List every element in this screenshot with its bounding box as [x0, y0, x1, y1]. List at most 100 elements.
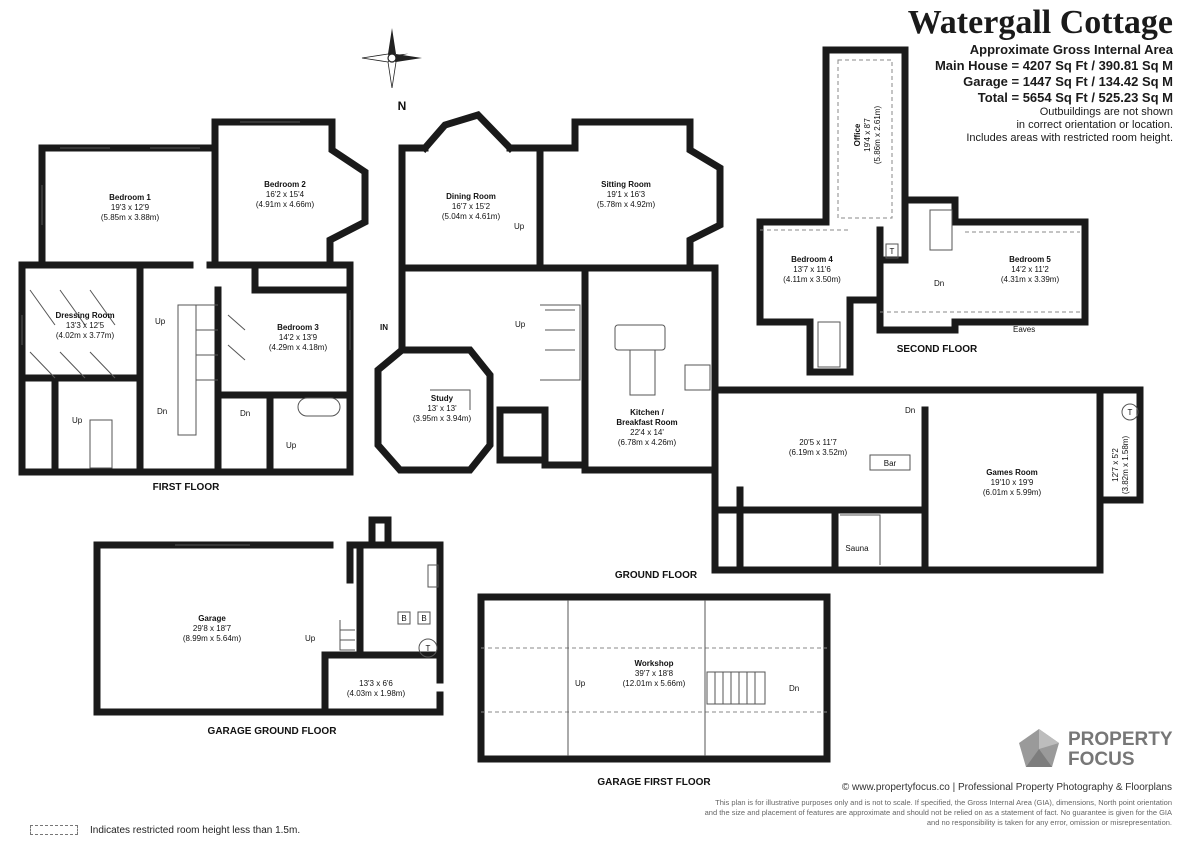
sitting-met: (5.78m x 4.92m) [597, 200, 656, 209]
compass: N [361, 28, 422, 113]
workshop-up-label: Up [575, 679, 586, 688]
bedroom3-met: (4.29m x 4.18m) [269, 343, 328, 352]
entrance-label: IN [380, 323, 388, 332]
logo-mark-icon [1019, 729, 1059, 767]
garage-first-floor-label: GARAGE FIRST FLOOR [597, 777, 711, 788]
second-floor-label: SECOND FLOOR [897, 344, 978, 355]
legend-text: Indicates restricted room height less th… [90, 825, 301, 836]
kitchen-name2: Breakfast Room [616, 418, 677, 427]
garage-first-floor: Workshop 39'7 x 18'8 (12.01m x 5.66m) Up… [477, 593, 831, 788]
workshop-imp: 39'7 x 18'8 [635, 669, 674, 678]
second-floor: Office 19'4 x 8'7 (5.86m x 2.61m) Bedroo… [756, 46, 1089, 376]
kitchen-met: (6.78m x 4.26m) [618, 438, 677, 447]
b-label-1: B [401, 614, 406, 623]
garage-ground-floor: B B T Garage 29'8 x 18'7 (8.99m x 5.64m)… [93, 516, 444, 737]
games-name: Games Room [986, 468, 1038, 477]
bedroom5-name: Bedroom 5 [1009, 255, 1051, 264]
eaves-label: Eaves [1013, 325, 1035, 334]
garage-area: Garage = 1447 Sq Ft / 134.42 Sq M [963, 74, 1173, 89]
side-t-label: T [1128, 408, 1133, 417]
footer: © www.propertyfocus.co | Professional Pr… [702, 781, 1172, 828]
bedroom1-imp: 19'3 x 12'9 [111, 203, 150, 212]
main-house-area: Main House = 4207 Sq Ft / 390.81 Sq M [934, 58, 1173, 73]
kitchen-name1: Kitchen / [630, 408, 665, 417]
sauna-label: Sauna [845, 544, 869, 553]
stair-up-label-3: Up [286, 441, 297, 450]
bedroom1-met: (5.85m x 3.88m) [101, 213, 160, 222]
garage-met: (8.99m x 5.64m) [183, 634, 242, 643]
bedroom5-met: (4.31m x 3.39m) [1001, 275, 1060, 284]
stair-up-label-2: Up [72, 416, 83, 425]
logo-line-1: PROPERTY [1068, 729, 1173, 750]
stair-dn-label: Dn [157, 407, 167, 416]
dining-name: Dining Room [446, 192, 496, 201]
second-t-label: T [890, 247, 895, 256]
bedroom3-imp: 14'2 x 13'9 [279, 333, 318, 342]
dining-met: (5.04m x 4.61m) [442, 212, 501, 221]
note-3: Includes areas with restricted room heig… [966, 132, 1173, 144]
title-block: Watergall Cottage Approximate Gross Inte… [908, 4, 1173, 145]
workshop-dn-label: Dn [789, 684, 799, 693]
dressing-imp: 13'3 x 12'5 [66, 321, 105, 330]
bedroom2-imp: 16'2 x 15'4 [266, 190, 305, 199]
hall-up-label: Up [515, 320, 526, 329]
garage-imp: 29'8 x 18'7 [193, 624, 232, 633]
office-met: (5.86m x 2.61m) [873, 106, 882, 165]
store-met: (4.03m x 1.98m) [347, 689, 406, 698]
garage-ground-floor-label: GARAGE GROUND FLOOR [208, 726, 338, 737]
note-1: Outbuildings are not shown [1039, 106, 1173, 118]
dressing-met: (4.02m x 3.77m) [56, 331, 115, 340]
first-floor: Bedroom 1 19'3 x 12'9 (5.85m x 3.88m) Be… [18, 118, 369, 493]
area-subtitle: Approximate Gross Internal Area [969, 42, 1173, 57]
games-met: (6.01m x 5.99m) [983, 488, 1042, 497]
bar-label: Bar [884, 459, 897, 468]
sitting-imp: 19'1 x 16'3 [607, 190, 646, 199]
workshop-met: (12.01m x 5.66m) [623, 679, 686, 688]
bedroom4-met: (4.11m x 3.50m) [783, 275, 841, 284]
bedroom1-name: Bedroom 1 [109, 193, 151, 202]
footer-website: © www.propertyfocus.co | Professional Pr… [841, 782, 1172, 793]
stair-up-label: Up [155, 317, 166, 326]
dressing-name: Dressing Room [55, 311, 114, 320]
footer-disclaimer: This plan is for illustrative purposes o… [704, 798, 1172, 827]
store-imp: 13'3 x 6'6 [359, 679, 393, 688]
dining-imp: 16'7 x 15'2 [452, 202, 491, 211]
bedroom4-name: Bedroom 4 [791, 255, 833, 264]
side-imp: 12'7 x 5'2 [1111, 448, 1120, 482]
workshop-name: Workshop [635, 659, 674, 668]
office-imp: 19'4 x 8'7 [863, 118, 872, 152]
study-name: Study [431, 394, 454, 403]
north-label: N [398, 99, 407, 113]
kitchen-imp: 22'4 x 14' [630, 428, 664, 437]
office-name: Office [853, 123, 862, 146]
bedroom2-name: Bedroom 2 [264, 180, 306, 189]
logo-line-2: FOCUS [1068, 749, 1135, 770]
study-imp: 13' x 13' [427, 404, 457, 413]
ground-floor-label: GROUND FLOOR [615, 570, 698, 581]
second-dn-label: Dn [934, 279, 944, 288]
note-2: in correct orientation or location. [1016, 119, 1173, 131]
stair-dn-label-2: Dn [240, 409, 250, 418]
games-imp: 19'10 x 19'9 [991, 478, 1034, 487]
side-met: (3.82m x 1.58m) [1121, 436, 1130, 495]
garage-t-label: T [426, 644, 431, 653]
legend: Indicates restricted room height less th… [30, 825, 300, 836]
property-title: Watergall Cottage [907, 4, 1173, 41]
sitting-name: Sitting Room [601, 180, 651, 189]
bedroom5-imp: 14'2 x 11'2 [1011, 265, 1049, 274]
bar-room-imp: 20'5 x 11'7 [799, 438, 837, 447]
study-met: (3.95m x 3.94m) [413, 414, 472, 423]
ground-floor: Dining Room 16'7 x 15'2 (5.04m x 4.61m) … [374, 111, 1144, 581]
bar-room-met: (6.19m x 3.52m) [789, 448, 848, 457]
garage-up-label: Up [305, 634, 316, 643]
bar-dn-label: Dn [905, 406, 915, 415]
dining-up-label: Up [514, 222, 525, 231]
total-area: Total = 5654 Sq Ft / 525.23 Sq M [977, 90, 1173, 105]
b-label-2: B [421, 614, 426, 623]
bedroom2-met: (4.91m x 4.66m) [256, 200, 315, 209]
restricted-height-swatch [30, 825, 78, 836]
bedroom4-imp: 13'7 x 11'6 [793, 265, 831, 274]
garage-name: Garage [198, 614, 226, 623]
